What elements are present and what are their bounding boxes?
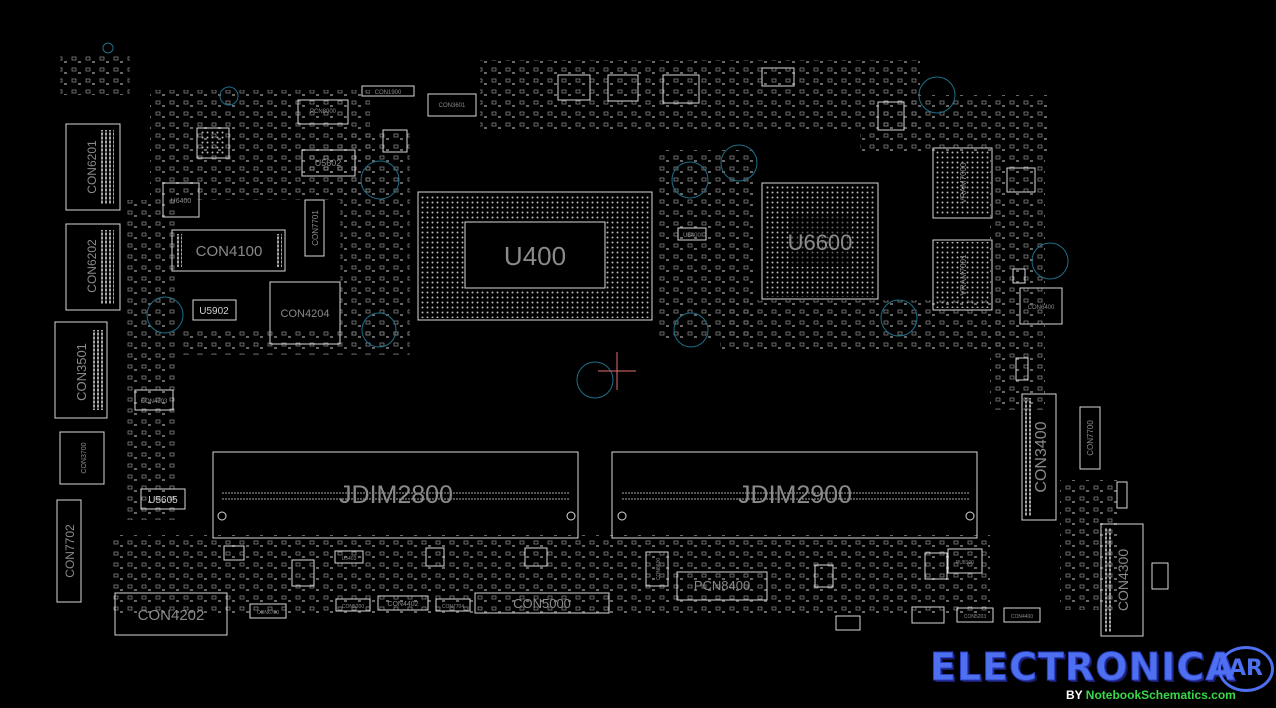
u5403-label: U5403	[342, 556, 357, 562]
con6202-label: CON6202	[85, 239, 99, 293]
con4402-label: CON4402	[387, 601, 418, 608]
misc-footprints	[196, 67, 1169, 631]
con7704-label: CON7704	[442, 604, 464, 610]
chip-u6400[interactable]: U6400	[162, 182, 200, 218]
con5000-label: CON5000	[513, 596, 571, 611]
con5203-label: CON5203	[964, 614, 986, 620]
vram-7000[interactable]: VRAM7000	[932, 147, 993, 219]
con3601-label: CON3601	[439, 103, 466, 109]
dimm-slot-jdim2900[interactable]: JDIM2900	[611, 451, 978, 539]
chip-pu8100[interactable]: PU8100	[947, 548, 983, 574]
connector-con1900[interactable]: CON1900	[361, 85, 415, 97]
u6400-label: U6400	[171, 198, 192, 205]
chip-u5602[interactable]: U5602	[301, 149, 356, 177]
u5400-label: U5400	[683, 233, 701, 239]
chip-u5902[interactable]: U5902	[192, 299, 237, 321]
brand-ar-badge: AR	[1218, 646, 1274, 692]
con6201-label: CON6201	[85, 140, 99, 194]
con4400-label: CON4400	[1011, 614, 1033, 620]
connector-con6400[interactable]: CON6400	[1019, 287, 1063, 325]
con4100-label: CON4100	[196, 243, 263, 260]
vram-7001[interactable]: VRAM7001	[932, 239, 993, 311]
connector-con7700[interactable]: CON7700	[1079, 406, 1101, 470]
con3501-label: CON3501	[74, 343, 89, 401]
brand-by-text: BY	[1066, 688, 1083, 702]
gpu-u6600[interactable]: U6600	[761, 182, 879, 300]
con5200-label: CON5200	[342, 604, 364, 610]
connector-con5200[interactable]: CON5200	[335, 598, 371, 612]
chip-u5605[interactable]: U5605	[140, 488, 186, 510]
connector-con3501[interactable]: CON3501	[54, 321, 108, 419]
connector-con6700[interactable]: CON6700	[249, 603, 287, 619]
pcn8400-label: PCN8400	[694, 578, 750, 593]
con7700-label: CON7700	[1086, 420, 1095, 456]
connector-con4202[interactable]: CON4202	[114, 592, 228, 636]
crosshair-cursor-icon	[598, 352, 636, 390]
brand-site-link[interactable]: NotebookSchematics.com	[1085, 688, 1236, 702]
u400-label: U400	[504, 241, 566, 271]
con8600-label: CON8600	[656, 558, 662, 580]
connector-con3601[interactable]: CON3601	[427, 93, 477, 117]
pu8100-label: PU8100	[956, 560, 974, 566]
connector-con4300[interactable]: CON4300	[1100, 523, 1144, 637]
connector-con6201[interactable]: CON6201	[65, 123, 121, 211]
vram7000-label: VRAM7000	[959, 162, 968, 203]
connector-con3700[interactable]: CON3700	[59, 431, 105, 485]
connector-con7704[interactable]: CON7704	[435, 598, 471, 612]
u5605-label: U5605	[148, 495, 178, 506]
connector-con7702[interactable]: CON7702	[56, 499, 82, 603]
cpu-u400[interactable]: U400	[417, 191, 653, 321]
chip-u5403[interactable]: U5403	[334, 550, 364, 564]
u6600-label: U6600	[788, 230, 853, 255]
con7702-label: CON7702	[63, 524, 77, 578]
con4203-label: CON4203	[141, 399, 168, 405]
passive-component-clusters	[60, 55, 1120, 615]
con1900-label: CON1900	[375, 90, 402, 96]
connector-con4402[interactable]: CON4402	[377, 595, 429, 611]
connector-con5203[interactable]: CON5203	[956, 607, 994, 623]
connector-con3400[interactable]: CON3400	[1021, 393, 1057, 521]
con4300-label: CON4300	[1115, 549, 1131, 611]
connector-con5000[interactable]: CON5000	[474, 592, 610, 614]
con6400-label: CON6400	[1028, 305, 1055, 311]
con6700-label: CON6700	[257, 610, 279, 616]
con3400-label: CON3400	[1033, 421, 1050, 492]
jdim2900-label: JDIM2900	[738, 481, 852, 509]
connector-con4204[interactable]: CON4204	[269, 281, 341, 345]
connector-con8600[interactable]: CON8600	[645, 551, 669, 587]
con3700-label: CON3700	[81, 442, 88, 473]
mounting-holes	[102, 42, 1069, 399]
connector-con4203[interactable]: CON4203	[134, 389, 174, 411]
u5902-label: U5902	[199, 306, 229, 317]
connector-con4100[interactable]: CON4100	[171, 229, 286, 272]
chip-u5400[interactable]: U5400	[677, 227, 707, 241]
pcn8000-label: PCN8000	[310, 109, 337, 115]
con4202-label: CON4202	[138, 607, 205, 624]
con7701-label: CON7701	[311, 210, 320, 246]
connector-pcn8000[interactable]: PCN8000	[297, 99, 349, 125]
dimm-slot-jdim2800[interactable]: JDIM2800	[212, 451, 579, 539]
vram7001-label: VRAM7001	[959, 254, 968, 295]
brand-site-credit: BY NotebookSchematics.com	[1066, 688, 1236, 702]
connector-con7701[interactable]: CON7701	[304, 199, 325, 257]
brand-watermark-logo: ELECTRONICA	[930, 645, 1236, 690]
con4204-label: CON4204	[281, 308, 330, 320]
jdim2800-label: JDIM2800	[339, 481, 453, 509]
connector-con4400[interactable]: CON4400	[1003, 607, 1041, 623]
connector-pcn8400[interactable]: PCN8400	[676, 571, 768, 601]
connector-con6202[interactable]: CON6202	[65, 223, 121, 311]
u5602-label: U5602	[315, 158, 342, 168]
